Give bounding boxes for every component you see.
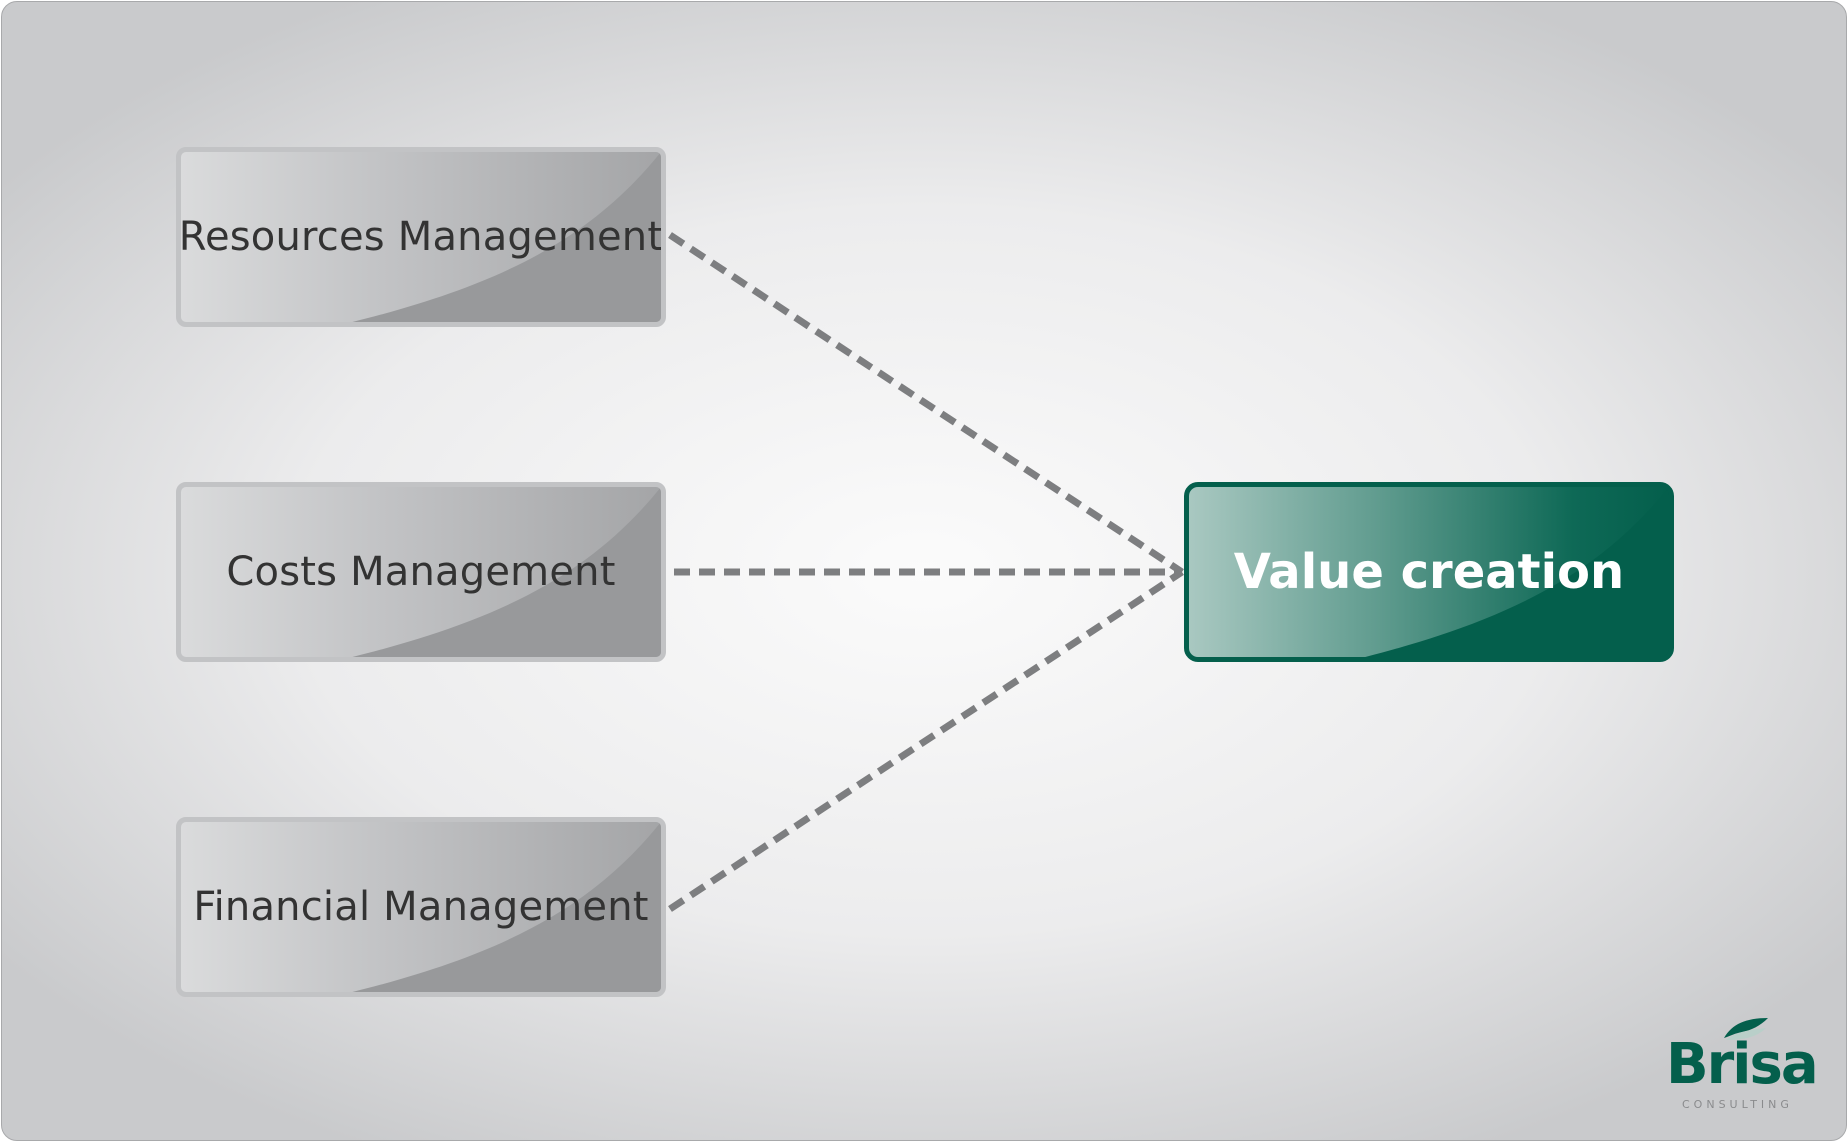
resources-management-box: Resources Management	[176, 147, 666, 327]
logo-subtitle: CONSULTING	[1682, 1098, 1793, 1111]
logo-wordmark: Brisa	[1666, 1032, 1819, 1097]
box-gloss	[1365, 487, 1669, 657]
box-gloss	[352, 487, 661, 657]
value-creation-label: Value creation	[1233, 544, 1625, 600]
costs-management-box: Costs Management	[176, 482, 666, 662]
connector-financial-to-value	[668, 569, 1184, 912]
resources-management-label: Resources Management	[178, 214, 664, 260]
brisa-logo: Brisa CONSULTING	[1662, 1012, 1819, 1112]
value-creation-box: Value creation	[1184, 482, 1674, 662]
box-gloss	[352, 822, 661, 992]
financial-management-label: Financial Management	[193, 884, 649, 930]
financial-management-box: Financial Management	[176, 817, 666, 997]
leaf-icon	[1724, 1018, 1768, 1040]
connector-resources-to-value	[668, 232, 1184, 575]
costs-management-label: Costs Management	[226, 549, 616, 595]
box-gloss	[352, 152, 661, 322]
